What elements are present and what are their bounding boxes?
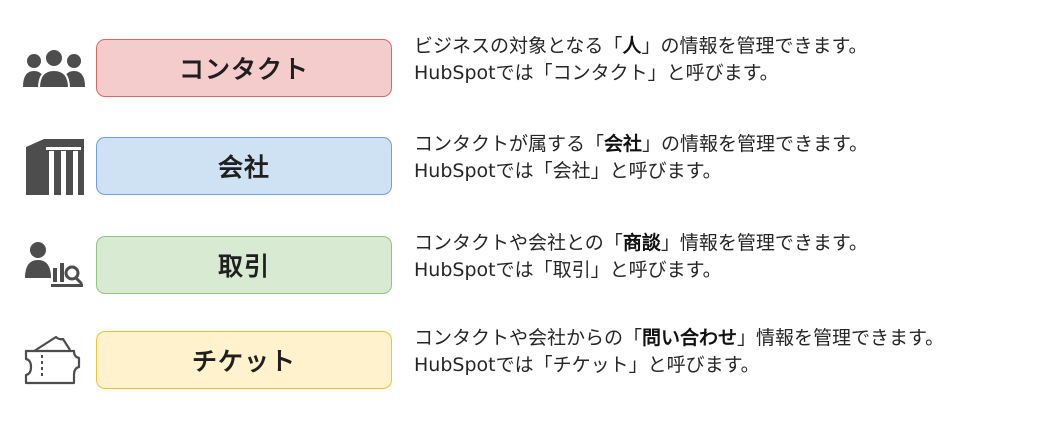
ticket-desc-bold: 問い合わせ xyxy=(642,327,738,349)
company-desc-bold: 会社 xyxy=(604,133,643,155)
contact-description: ビジネスの対象となる「人」の情報を管理できます。 HubSpotでは「コンタクト… xyxy=(414,33,868,87)
contact-object-box: コンタクト xyxy=(96,39,392,97)
building-icon xyxy=(24,137,88,201)
object-row-deal: 取引 コンタクトや会社との「商談」情報を管理できます。 HubSpotでは「取引… xyxy=(0,232,1042,316)
contact-desc-bold: 人 xyxy=(622,35,642,57)
object-row-ticket: チケット コンタクトや会社からの「問い合わせ」情報を管理できます。 HubSpo… xyxy=(0,327,1042,411)
company-desc-after: 」の情報を管理できます。 xyxy=(642,133,869,155)
company-label: 会社 xyxy=(217,153,270,182)
company-description-line2: HubSpotでは「会社」と呼びます。 xyxy=(414,160,722,182)
contact-description-line2: HubSpotでは「コンタクト」と呼びます。 xyxy=(414,62,779,84)
deal-description-line2: HubSpotでは「取引」と呼びます。 xyxy=(414,259,722,281)
ticket-description-line2: HubSpotでは「チケット」と呼びます。 xyxy=(414,354,760,376)
person-chart-icon xyxy=(22,238,86,302)
company-desc-before: コンタクトが属する「 xyxy=(414,133,605,155)
ticket-label: チケット xyxy=(191,347,296,376)
deal-desc-before: コンタクトや会社との「 xyxy=(414,232,623,254)
people-group-icon xyxy=(22,41,86,105)
contact-label: コンタクト xyxy=(178,55,309,84)
ticket-icon xyxy=(22,331,86,395)
company-description-line1: コンタクトが属する「会社」の情報を管理できます。 xyxy=(414,131,868,158)
deal-description: コンタクトや会社との「商談」情報を管理できます。 HubSpotでは「取引」と呼… xyxy=(414,230,868,284)
deal-desc-after: 」情報を管理できます。 xyxy=(660,232,868,254)
company-description: コンタクトが属する「会社」の情報を管理できます。 HubSpotでは「会社」と呼… xyxy=(414,131,868,185)
object-row-contact: コンタクト ビジネスの対象となる「人」の情報を管理できます。 HubSpotでは… xyxy=(0,35,1042,119)
ticket-object-box: チケット xyxy=(96,331,392,389)
contact-description-line1: ビジネスの対象となる「人」の情報を管理できます。 xyxy=(414,33,868,60)
ticket-desc-after: 」情報を管理できます。 xyxy=(737,327,945,349)
object-row-company: 会社 コンタクトが属する「会社」の情報を管理できます。 HubSpotでは「会社… xyxy=(0,133,1042,217)
deal-object-box: 取引 xyxy=(96,236,392,294)
ticket-description-line1: コンタクトや会社からの「問い合わせ」情報を管理できます。 xyxy=(414,325,944,352)
deal-label: 取引 xyxy=(217,252,270,281)
ticket-description: コンタクトや会社からの「問い合わせ」情報を管理できます。 HubSpotでは「チ… xyxy=(414,325,944,379)
contact-desc-after: 」の情報を管理できます。 xyxy=(641,35,868,57)
deal-description-line1: コンタクトや会社との「商談」情報を管理できます。 xyxy=(414,230,868,257)
company-object-box: 会社 xyxy=(96,137,392,195)
ticket-desc-before: コンタクトや会社からの「 xyxy=(414,327,643,349)
deal-desc-bold: 商談 xyxy=(622,232,661,254)
contact-desc-before: ビジネスの対象となる「 xyxy=(414,35,623,57)
